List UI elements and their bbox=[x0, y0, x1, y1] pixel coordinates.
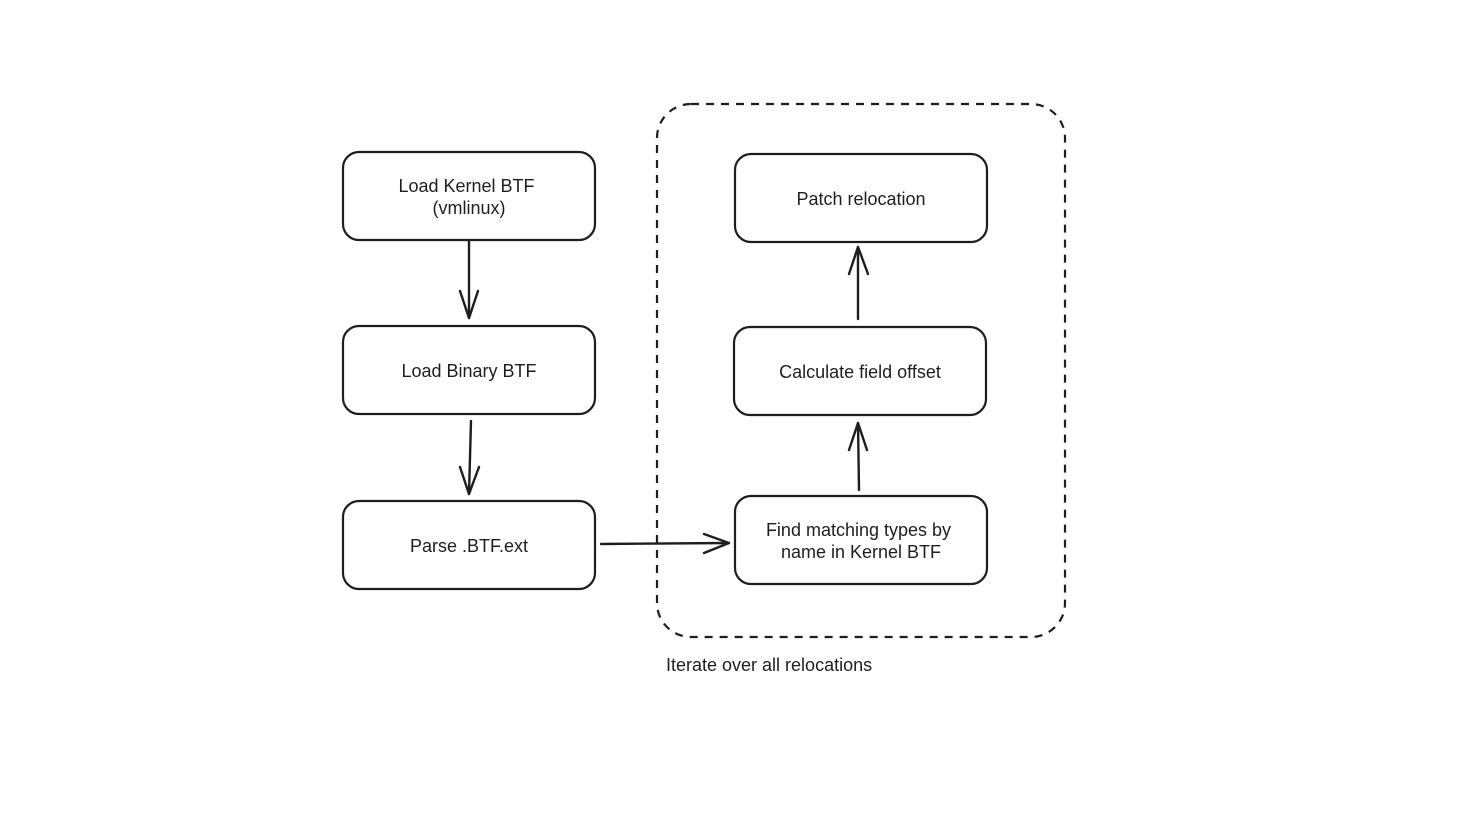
edge-find-to-calculate bbox=[847, 421, 869, 492]
arrow-head-icon bbox=[458, 289, 480, 320]
arrow-head-icon bbox=[458, 465, 481, 496]
node-label-line: Load Binary BTF bbox=[401, 361, 536, 381]
node-label-line: Load Kernel BTF bbox=[398, 176, 534, 196]
edge-line bbox=[599, 541, 731, 546]
edge-line bbox=[467, 419, 473, 496]
node-box bbox=[341, 324, 597, 416]
node-box bbox=[732, 325, 988, 417]
svg-text:Load Binary BTF: Load Binary BTF bbox=[401, 361, 536, 381]
edge-kernel-to-binary bbox=[458, 239, 480, 320]
arrow-head-icon bbox=[847, 421, 869, 452]
node-box bbox=[341, 499, 597, 591]
node-box bbox=[341, 150, 597, 242]
node-calculate-field-offset: Calculate field offset bbox=[732, 325, 988, 417]
node-label-line: (vmlinux) bbox=[432, 198, 505, 218]
node-patch-relocation: Patch relocation bbox=[733, 152, 989, 244]
node-label-line: Parse .BTF.ext bbox=[410, 536, 528, 556]
relocation-loop-label: Iterate over all relocations bbox=[666, 655, 872, 675]
edge-line bbox=[856, 421, 861, 492]
node-box bbox=[733, 152, 989, 244]
node-load-kernel-btf: Load Kernel BTF (vmlinux) bbox=[341, 150, 597, 242]
svg-text:Patch relocation: Patch relocation bbox=[796, 189, 925, 209]
node-find-matching-types: Find matching types by name in Kernel BT… bbox=[733, 494, 989, 586]
node-label-line: Calculate field offset bbox=[779, 362, 941, 382]
arrow-head-icon bbox=[847, 245, 870, 276]
node-parse-btf-ext: Parse .BTF.ext bbox=[341, 499, 597, 591]
svg-text:Load Kernel BTF (vmlinux: Load Kernel BTF (vmlinux) bbox=[398, 176, 539, 218]
edge-parse-to-find bbox=[599, 532, 731, 555]
svg-text:Find matching types by n: Find matching types by name in Kernel BT… bbox=[766, 520, 956, 562]
edge-calculate-to-patch bbox=[847, 245, 870, 321]
relocation-loop-frame bbox=[655, 102, 1067, 639]
edge-binary-to-parse bbox=[458, 419, 481, 496]
node-label-line: Find matching types by bbox=[766, 520, 951, 540]
node-load-binary-btf: Load Binary BTF bbox=[341, 324, 597, 416]
node-label-line: Patch relocation bbox=[796, 189, 925, 209]
arrow-head-icon bbox=[702, 532, 731, 555]
svg-text:Calculate field offset: Calculate field offset bbox=[779, 362, 941, 382]
node-label-line: name in Kernel BTF bbox=[781, 542, 941, 562]
node-box bbox=[733, 494, 989, 586]
svg-text:Parse .BTF.ext: Parse .BTF.ext bbox=[410, 536, 528, 556]
